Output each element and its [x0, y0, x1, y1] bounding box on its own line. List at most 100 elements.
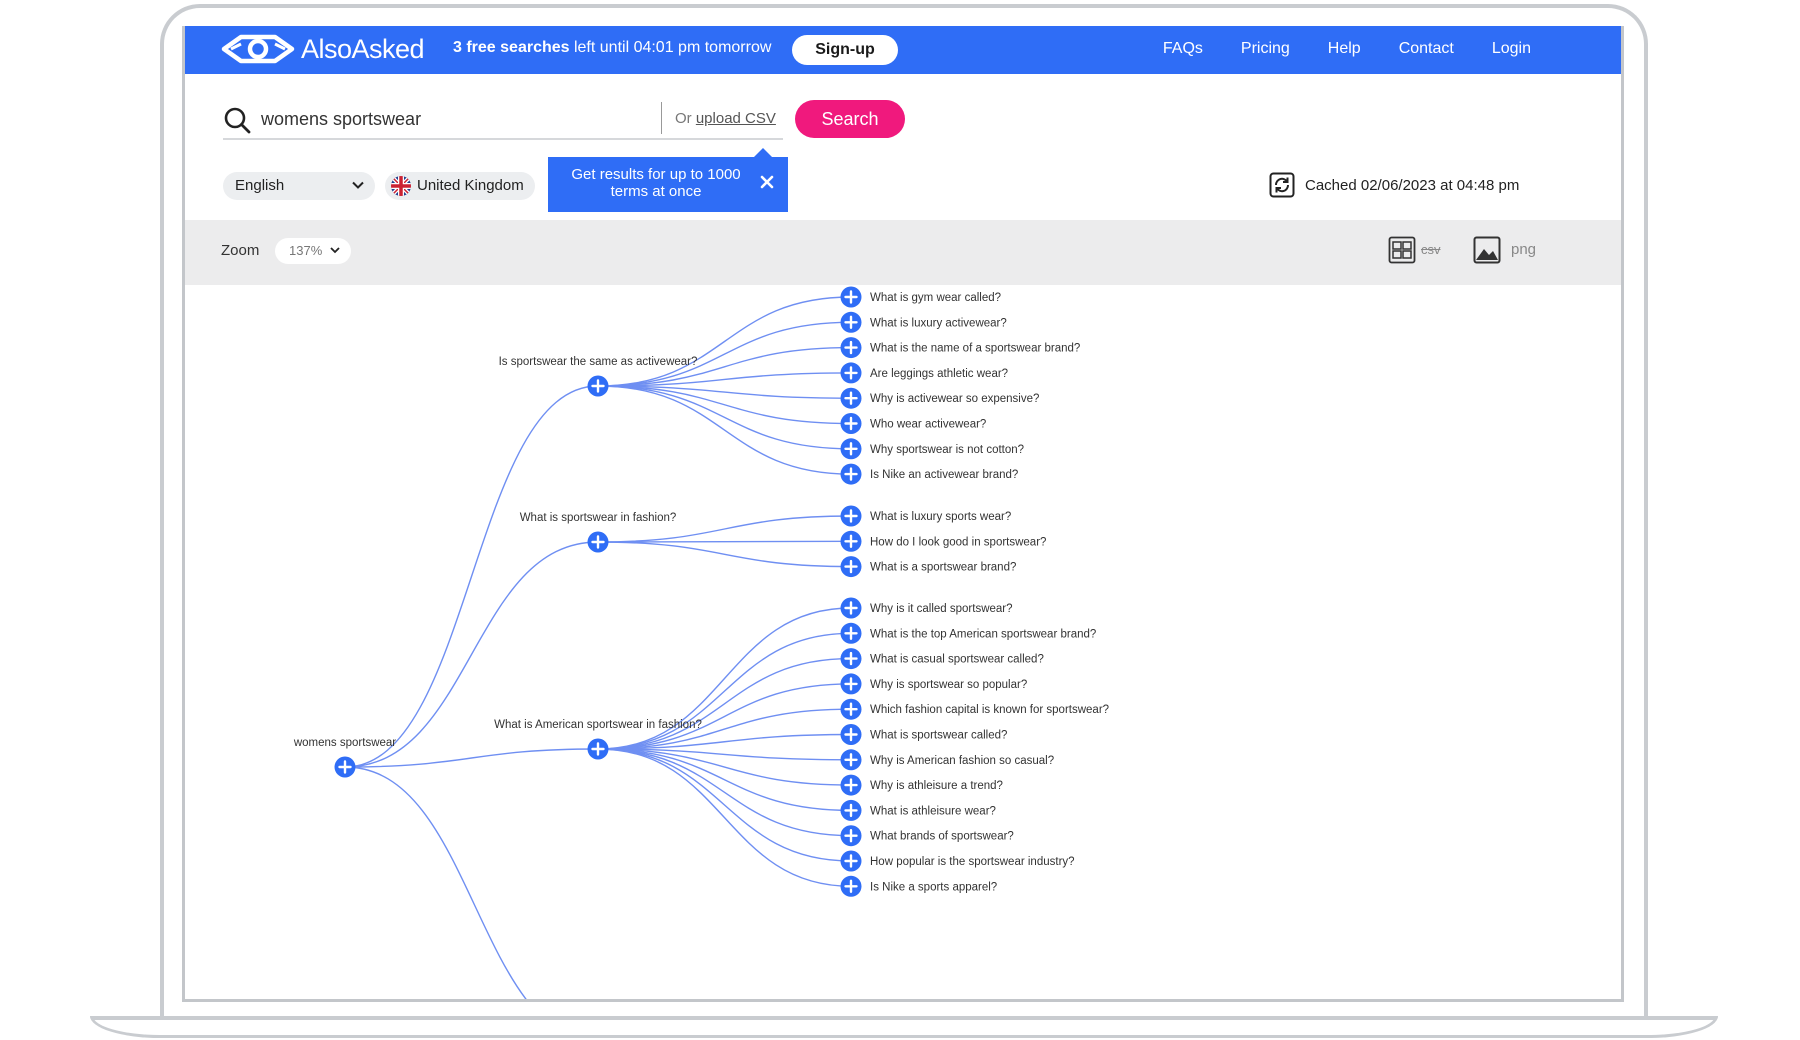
- leaf-node-label: Why is it called sportswear?: [870, 603, 1013, 615]
- plus-icon: [338, 760, 352, 774]
- expand-node-button[interactable]: [840, 875, 862, 897]
- expand-node-button[interactable]: [840, 556, 862, 578]
- close-icon[interactable]: [758, 173, 776, 191]
- plus-icon: [844, 416, 858, 431]
- edge-branch-leaf: [597, 541, 852, 568]
- edge-branch-leaf: [597, 385, 852, 475]
- expand-node-button[interactable]: [840, 530, 862, 552]
- leaf-node-label: What is casual sportswear called?: [870, 654, 1044, 666]
- csv-label[interactable]: csv: [1421, 242, 1441, 257]
- leaf-node-label: How do I look good in sportswear?: [870, 536, 1046, 548]
- cached-status: Cached 02/06/2023 at 04:48 pm: [1269, 172, 1519, 198]
- expand-node-button[interactable]: [840, 648, 862, 670]
- plus-icon: [844, 651, 858, 666]
- language-value: English: [235, 177, 285, 194]
- expand-node-button[interactable]: [840, 387, 862, 409]
- leaf-node-label: Why is athleisure a trend?: [870, 780, 1003, 792]
- plus-icon: [591, 742, 605, 756]
- edge-branch-leaf: [597, 733, 852, 750]
- plus-icon: [844, 854, 858, 868]
- expand-node-button[interactable]: [840, 438, 862, 460]
- nav-contact[interactable]: Contact: [1398, 40, 1454, 57]
- language-select[interactable]: English: [223, 172, 375, 200]
- edge-branch-leaf: [597, 657, 852, 750]
- edge-branch-leaf: [597, 607, 852, 750]
- nav-faqs[interactable]: FAQs: [1162, 40, 1203, 57]
- country-value: United Kingdom: [417, 177, 524, 194]
- laptop-base: [90, 1016, 1718, 1038]
- expand-node-button[interactable]: [840, 799, 862, 821]
- expand-node-button[interactable]: [840, 850, 862, 872]
- expand-node-button[interactable]: [840, 774, 862, 796]
- plus-icon: [844, 315, 858, 329]
- edge-branch-leaf: [597, 708, 852, 750]
- expand-node-button[interactable]: [840, 286, 862, 308]
- plus-icon: [844, 727, 858, 742]
- brand-logo[interactable]: AlsoAsked: [221, 32, 425, 66]
- upload-csv-link[interactable]: upload CSV: [695, 110, 776, 127]
- expand-node-button[interactable]: [840, 311, 862, 333]
- expand-node-button[interactable]: [840, 463, 862, 485]
- edge-root-offscreen: [344, 766, 527, 999]
- edge-branch-leaf: [597, 540, 852, 543]
- plus-icon: [844, 753, 858, 767]
- plus-icon: [844, 559, 858, 574]
- plus-icon: [844, 803, 858, 818]
- plus-icon: [844, 290, 858, 304]
- zoom-label: Zoom: [221, 242, 260, 259]
- plus-icon: [844, 340, 858, 355]
- expand-node-button[interactable]: [587, 531, 609, 553]
- leaf-node-label: What is gym wear called?: [870, 292, 1001, 304]
- expand-node-button[interactable]: [840, 724, 862, 745]
- nav-login[interactable]: Login: [1491, 40, 1531, 57]
- nav-help[interactable]: Help: [1327, 40, 1361, 57]
- edge-branch-leaf: [597, 748, 852, 862]
- leaf-node-label: Are leggings athletic wear?: [870, 368, 1008, 380]
- expand-node-button[interactable]: [840, 413, 862, 434]
- expand-node-button[interactable]: [587, 738, 609, 760]
- plus-icon: [844, 778, 858, 792]
- nav-pricing[interactable]: Pricing: [1240, 40, 1290, 57]
- expand-node-button[interactable]: [840, 825, 862, 847]
- leaf-node-label: Is Nike an activewear brand?: [870, 469, 1018, 481]
- leaf-node-label: What brands of sportswear?: [870, 831, 1014, 843]
- image-icon[interactable]: [1473, 236, 1501, 264]
- expand-node-button[interactable]: [840, 597, 862, 619]
- map-toolbar: Zoom 137% csv png: [185, 220, 1621, 285]
- csv-table-icon[interactable]: [1388, 236, 1416, 264]
- expand-node-button[interactable]: [840, 673, 862, 695]
- edges: [344, 296, 852, 999]
- app-screen: AlsoAsked 3 free searches left until 04:…: [182, 26, 1624, 1002]
- expand-node-button[interactable]: [840, 505, 862, 527]
- plus-icon: [844, 391, 858, 405]
- signup-button[interactable]: Sign-up: [792, 35, 898, 65]
- edge-branch-leaf: [597, 748, 852, 837]
- leaf-node-label: What is luxury activewear?: [870, 317, 1007, 329]
- leaf-node-label: What is the name of a sportswear brand?: [870, 343, 1080, 355]
- edge-branch-leaf: [597, 748, 852, 761]
- cached-text: Cached 02/06/2023 at 04:48 pm: [1305, 176, 1520, 194]
- expand-node-button[interactable]: [334, 756, 356, 778]
- expand-node-button[interactable]: [840, 698, 862, 720]
- plus-icon: [844, 702, 858, 716]
- expand-node-button[interactable]: [840, 362, 862, 384]
- expand-node-button[interactable]: [587, 375, 609, 397]
- edge-branch-leaf: [597, 346, 852, 387]
- refresh-icon[interactable]: [1269, 172, 1295, 198]
- png-label[interactable]: png: [1511, 241, 1537, 258]
- country-select[interactable]: United Kingdom: [385, 172, 535, 200]
- leaf-node-label: Why is activewear so expensive?: [870, 393, 1039, 405]
- search-button[interactable]: Search: [795, 100, 905, 138]
- leaf-node-label: What is sportswear called?: [870, 730, 1007, 742]
- chevron-down-icon: [330, 247, 340, 254]
- expand-node-button[interactable]: [840, 749, 862, 771]
- leaf-node-label: What is the top American sportswear bran…: [870, 628, 1096, 640]
- edge-branch-leaf: [597, 385, 852, 450]
- eye-logo-icon: [221, 34, 295, 64]
- expand-node-button[interactable]: [840, 337, 862, 359]
- plus-icon: [844, 879, 858, 893]
- search-input[interactable]: [261, 104, 641, 134]
- zoom-select[interactable]: 137%: [275, 238, 351, 264]
- expand-node-button[interactable]: [840, 622, 862, 644]
